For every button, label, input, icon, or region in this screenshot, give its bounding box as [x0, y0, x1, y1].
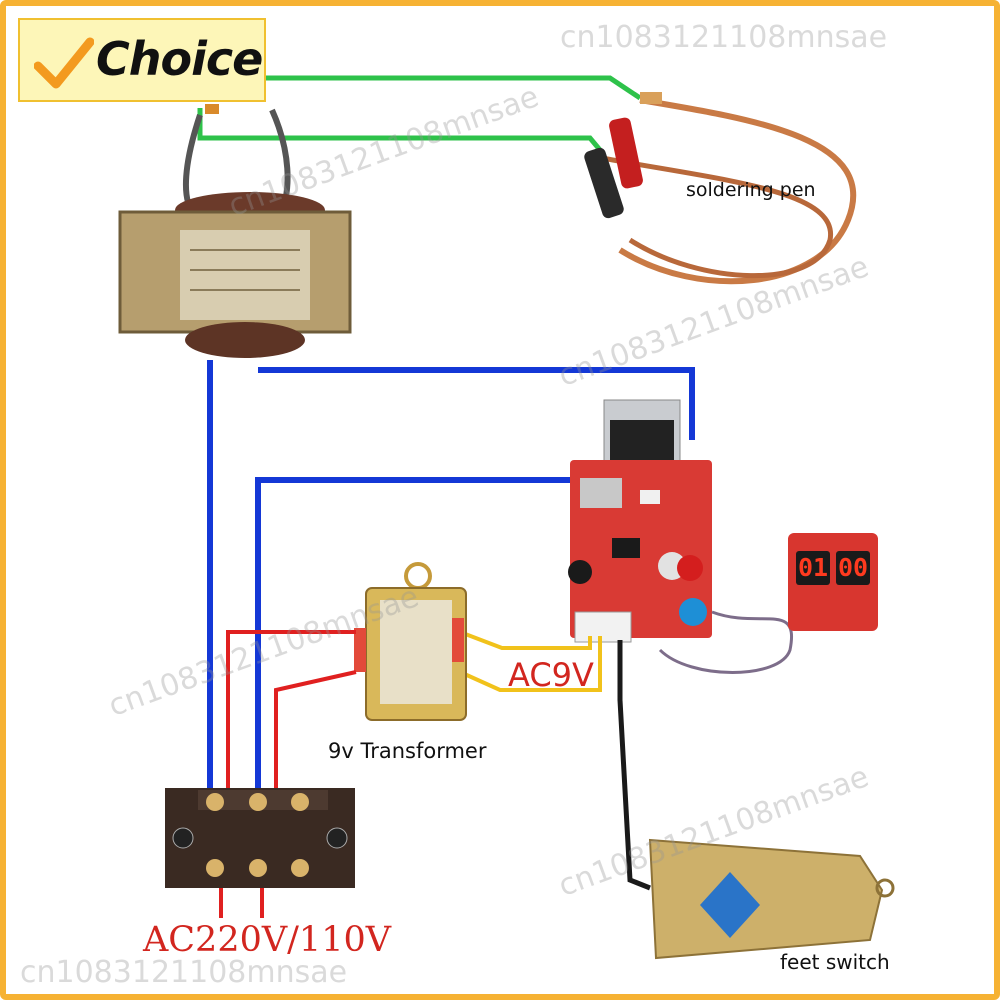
- soldering-pen-label: soldering pen: [686, 179, 816, 201]
- transformer-9v: [354, 562, 467, 721]
- display-left-value: 01: [796, 551, 830, 585]
- foot-switch: [648, 838, 895, 960]
- ac9v-label: AC9V: [508, 656, 594, 694]
- control-board: [568, 399, 793, 674]
- feet-switch-label: feet switch: [780, 950, 890, 974]
- timer-display-module: 01 00: [788, 533, 878, 631]
- display-right-value: 00: [836, 551, 870, 585]
- terminal-block: [165, 788, 355, 888]
- soldering-pen: [584, 92, 857, 285]
- blue-wires: [207, 360, 695, 808]
- transformer-9v-label: 9v Transformer: [328, 739, 487, 763]
- choice-badge: Choice: [18, 18, 266, 102]
- checkmark-icon: [34, 37, 94, 89]
- welding-transformer: [118, 104, 352, 358]
- yellow-wires: [459, 630, 602, 692]
- choice-label: Choice: [96, 32, 263, 86]
- ac-input-label: AC220V/110V: [143, 920, 392, 960]
- green-wires: [197, 75, 642, 152]
- foot-switch-cable: [617, 640, 651, 891]
